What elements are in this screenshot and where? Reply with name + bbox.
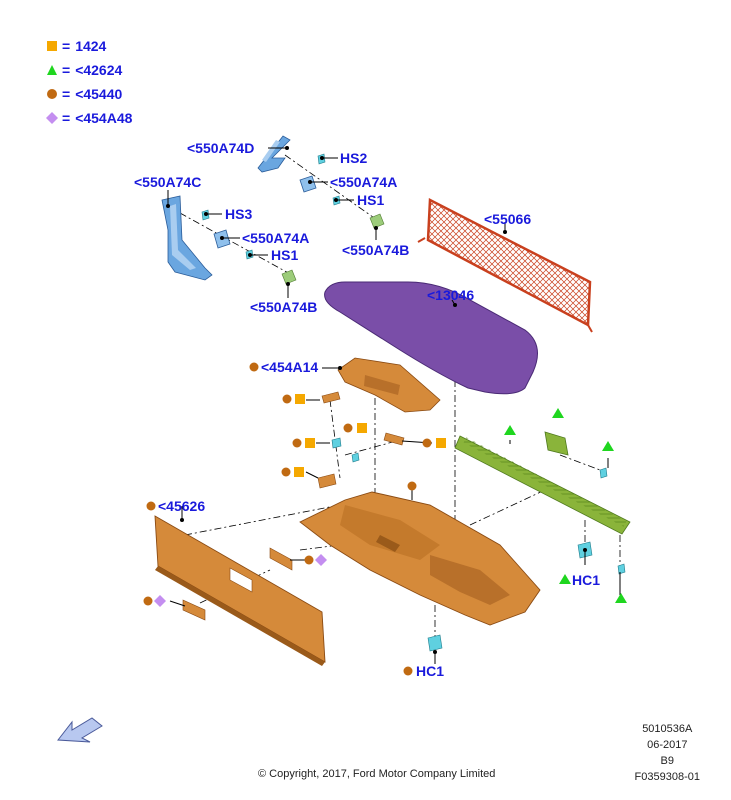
small-panel (182, 547, 293, 621)
legend-item-square: = 1424 (46, 37, 106, 55)
legend-label: <42624 (75, 62, 123, 78)
bracket-lower-550a74c (161, 195, 213, 281)
side-panel-45626 (154, 515, 326, 666)
bracket-upper-550a74a (299, 175, 317, 193)
square-symbol-icon (47, 41, 57, 51)
clip-tub-hc1 (427, 634, 443, 652)
label-550a74a-lower: <550A74A (242, 230, 309, 246)
leaders (166, 146, 621, 664)
legend-item-triangle: = <42624 (46, 61, 122, 79)
triangle-symbol-icon (47, 65, 57, 75)
hook-1 (321, 391, 341, 404)
label-hc1-right: HC1 (572, 572, 600, 588)
storage-tub (299, 491, 541, 626)
cap-upper-550a74b (369, 213, 385, 229)
legend-equals: = (62, 38, 71, 54)
legend-item-circle: = <45440 (46, 85, 122, 103)
legend-item-diamond: = <454A48 (46, 109, 132, 127)
load-floor-cover-13046 (324, 281, 538, 395)
cargo-net-55066 (417, 198, 593, 333)
hook-2 (383, 432, 405, 446)
legend-equals: = (62, 86, 71, 102)
label-hs2: HS2 (340, 150, 367, 166)
circle-symbol-icon (47, 89, 57, 99)
clip-small-1 (331, 437, 360, 463)
legend-label: <454A48 (75, 110, 133, 126)
figure-number: F0359308-01 (634, 771, 700, 783)
label-454a14: <454A14 (261, 359, 318, 375)
legend-equals: = (62, 62, 71, 78)
drawing-code: 5010536A (642, 723, 693, 735)
label-550a74d: <550A74D (187, 140, 254, 156)
label-hs1-lower: HS1 (271, 247, 298, 263)
legend-equals: = (62, 110, 71, 126)
reference-symbols (143, 362, 627, 676)
trim-rail (454, 431, 631, 535)
label-hc1-bottom: HC1 (416, 663, 444, 679)
label-hs3: HS3 (225, 206, 252, 222)
legend-label: 1424 (75, 38, 107, 54)
drawing-date: 06-2017 (647, 739, 688, 751)
bracket-upper-550a74d (257, 135, 291, 173)
storage-lid-454a14 (337, 357, 441, 413)
label-55066: <55066 (484, 211, 531, 227)
drawing-revision: B9 (660, 755, 674, 767)
hook-3 (317, 473, 337, 489)
label-550a74b-lower: <550A74B (250, 299, 317, 315)
legend-label: <45440 (75, 86, 123, 102)
label-550a74c: <550A74C (134, 174, 201, 190)
label-13046: <13046 (427, 287, 474, 303)
label-550a74a-upper: <550A74A (330, 174, 397, 190)
label-hs1-upper: HS1 (357, 192, 384, 208)
label-45626: <45626 (158, 498, 205, 514)
footer-meta: 5010536A 06-2017 B9 F0359308-01 (635, 723, 700, 783)
diamond-symbol-icon (46, 112, 58, 124)
front-direction-arrow-icon (57, 717, 103, 743)
label-550a74b-upper: <550A74B (342, 242, 409, 258)
cap-lower-550a74b (281, 269, 297, 285)
copyright-notice: © Copyright, 2017, Ford Motor Company Li… (258, 768, 496, 780)
